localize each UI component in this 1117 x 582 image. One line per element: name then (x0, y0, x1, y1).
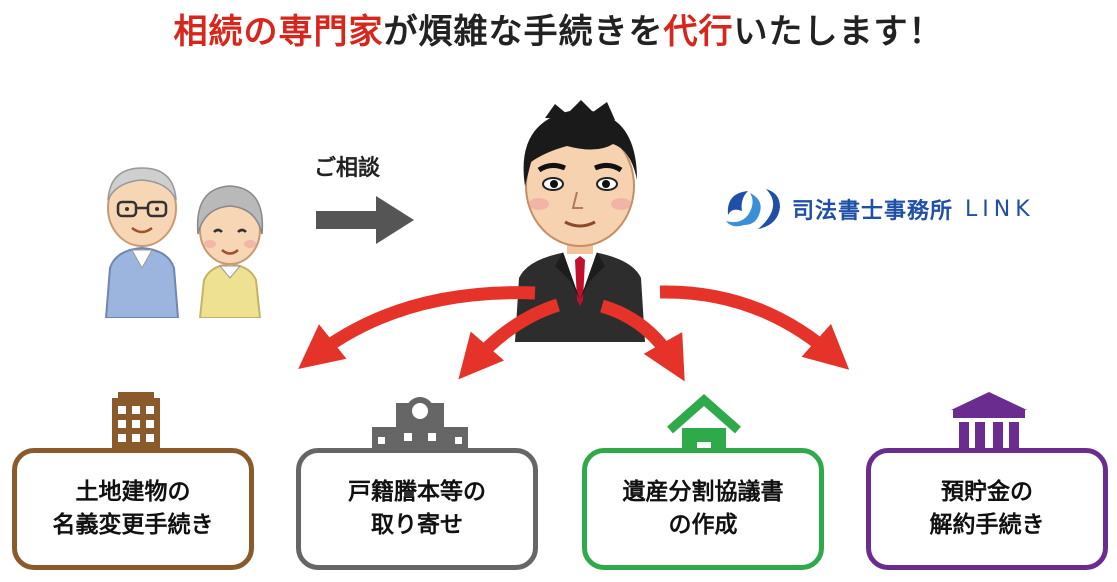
arrow-to-division-agreement (600, 299, 685, 382)
service-division-agreement-line2: の作成 (668, 512, 738, 538)
headline-text-1: が煩雑な手続きを (383, 12, 664, 52)
service-land-registration: 土地建物の 名義変更手続き (12, 448, 254, 570)
service-land-registration-line2: 名義変更手続き (52, 512, 214, 538)
headline-highlight-proxy: 代行 (663, 12, 734, 52)
arrow-to-bank-account (659, 285, 850, 370)
service-family-register: 戸籍謄本等の 取り寄せ (296, 448, 538, 570)
headline-highlight-specialist: 相続の専門家 (173, 12, 384, 52)
firm-name-link: LINK (965, 196, 1035, 222)
service-bank-account: 預貯金の 解約手続き (866, 448, 1108, 570)
service-division-agreement: 遺産分割協議書 の作成 (582, 448, 824, 570)
headline: 相続の専門家が煩雑な手続きを代行いたします！ (0, 4, 1117, 53)
lawyer-illustration (515, 100, 645, 342)
arrow-right-icon (316, 196, 414, 244)
service-family-register-line2: 取り寄せ (371, 512, 463, 538)
service-land-registration-line1: 土地建物の (75, 478, 191, 505)
headline-text-2: いたします！ (733, 12, 944, 52)
firm-name: 司法書士事務所 (792, 199, 954, 224)
arrow-to-family-register (458, 298, 561, 380)
arrow-to-land-registration (298, 286, 536, 370)
logo-mark-icon (726, 189, 780, 229)
service-family-register-line1: 戸籍謄本等の (348, 478, 486, 505)
service-bank-account-line2: 解約手続き (929, 512, 1045, 538)
elderly-couple-illustration (104, 167, 264, 318)
service-division-agreement-line1: 遺産分割協議書 (622, 478, 784, 505)
service-bank-account-line1: 預貯金の (941, 478, 1033, 505)
consult-label: ご相談 (314, 156, 381, 181)
firm-logo: 司法書士事務所 LINK (722, 185, 1035, 233)
